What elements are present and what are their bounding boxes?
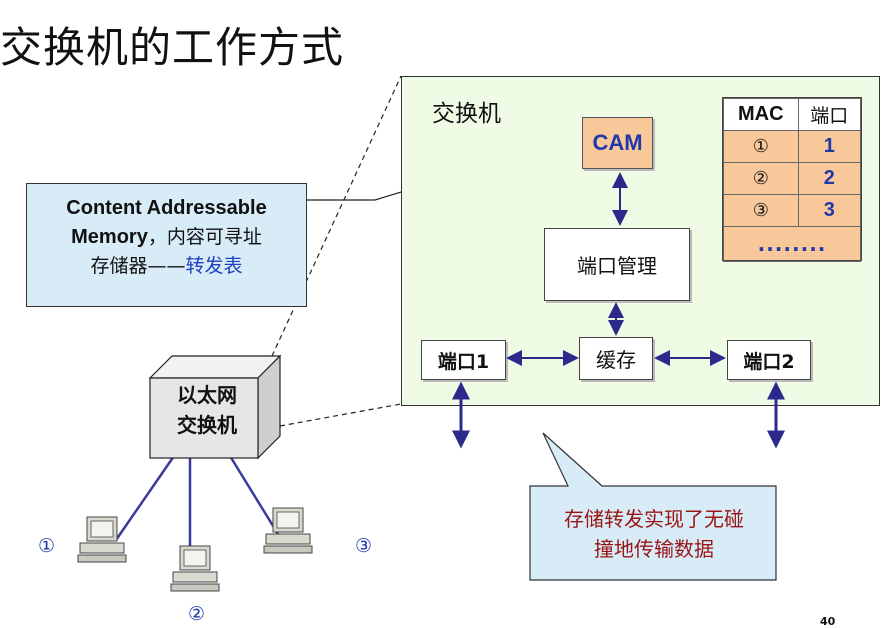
table-row: ② 2 bbox=[723, 162, 862, 195]
mac-cell: ① bbox=[723, 130, 799, 163]
speech-bubble-line2: 撞地传输数据 bbox=[594, 537, 714, 561]
page-title: 交换机的工作方式 bbox=[0, 23, 345, 72]
computer-icon bbox=[170, 545, 220, 592]
ethernet-switch-label: 以太网 交换机 bbox=[150, 380, 264, 440]
computer-icon bbox=[77, 516, 127, 563]
callout-line3-b: 转发表 bbox=[185, 255, 243, 277]
computer-label: ③ bbox=[355, 535, 373, 557]
speech-bubble-text: 存储转发实现了无碰 撞地传输数据 bbox=[531, 504, 777, 564]
mac-column-header: MAC bbox=[723, 98, 799, 131]
port-management-box: 端口管理 bbox=[544, 228, 690, 301]
callout-line2-zh: ，内容可寻址 bbox=[147, 226, 262, 248]
page-number: 40 bbox=[820, 615, 836, 628]
mac-cell: ③ bbox=[723, 194, 799, 227]
computer-icon bbox=[263, 507, 313, 554]
cam-definition-callout: Content Addressable Memory，内容可寻址 存储器——转发… bbox=[26, 183, 307, 307]
switch-panel-title: 交换机 bbox=[432, 101, 501, 127]
computer-label: ② bbox=[188, 603, 206, 625]
ethernet-switch-line1: 以太网 bbox=[177, 383, 237, 407]
table-row: ③ 3 bbox=[723, 194, 862, 227]
port-column-header: 端口 bbox=[797, 98, 862, 131]
port2-box: 端口2 bbox=[727, 340, 811, 380]
buffer-box: 缓存 bbox=[579, 337, 653, 380]
cam-box: CAM bbox=[582, 117, 653, 169]
speech-bubble-line1: 存储转发实现了无碰 bbox=[564, 507, 744, 531]
callout-line2-en: Memory bbox=[71, 226, 148, 248]
table-ellipsis: ........ bbox=[723, 226, 861, 262]
ethernet-switch-line2: 交换机 bbox=[177, 413, 237, 437]
port-cell: 3 bbox=[797, 194, 862, 227]
port1-box: 端口1 bbox=[421, 340, 506, 380]
computer-label: ① bbox=[38, 535, 56, 557]
table-row: ........ bbox=[723, 226, 861, 262]
mac-forwarding-table: MAC 端口 ① 1 ② 2 ③ 3 ........ bbox=[722, 97, 862, 262]
callout-line1: Content Addressable bbox=[66, 197, 267, 219]
ethernet-switch-cube bbox=[148, 354, 282, 460]
callout-line3-a: 存储器—— bbox=[90, 255, 186, 277]
port-cell: 2 bbox=[797, 162, 862, 195]
speech-bubble bbox=[529, 432, 777, 581]
